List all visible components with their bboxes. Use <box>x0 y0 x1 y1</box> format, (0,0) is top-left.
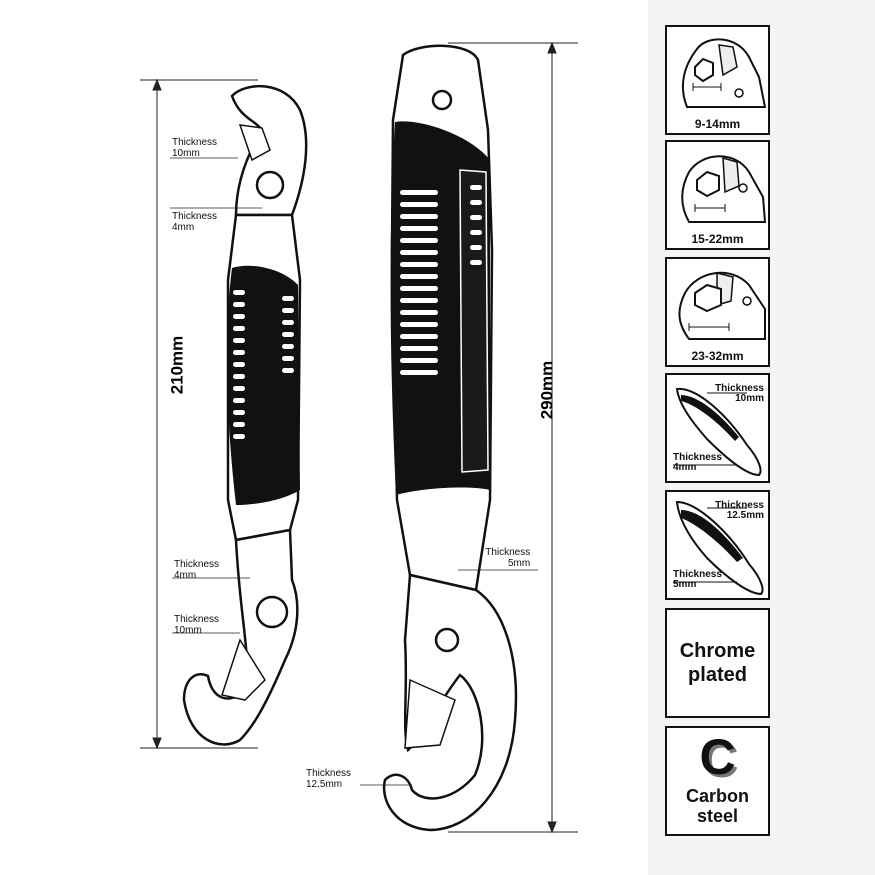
thickness-tile-large: Thickness 12.5mm Thickness 5mm <box>665 490 770 600</box>
finish-line1: Chrome <box>679 640 756 662</box>
label-value: 12.5mm <box>726 510 764 521</box>
label-line: Thickness <box>174 559 220 570</box>
range-tile-small: 9-14mm <box>665 25 770 135</box>
label-line: Thickness <box>673 452 722 463</box>
label-line: Thickness <box>172 211 218 222</box>
large-wrench-label-jaw: Thickness 12.5mm <box>306 768 351 790</box>
carbon-c-icon: C <box>699 729 736 785</box>
label-value: 4mm <box>174 570 197 581</box>
finish-tile: Chrome plated <box>665 608 770 718</box>
range-label: 9-14mm <box>694 117 741 131</box>
small-wrench-grip-ribs <box>233 290 294 439</box>
small-wrench-leader-lines <box>170 157 262 634</box>
range-label: 15-22mm <box>691 232 744 246</box>
finish-line2: plated <box>688 664 747 686</box>
material-line2: steel <box>696 806 739 826</box>
small-wrench-dimension-line <box>140 78 258 750</box>
hex-nut-jaw-icon <box>681 38 767 108</box>
thickness-label-top: Thickness 12.5mm <box>715 501 764 521</box>
material-line1: Carbon <box>686 786 749 806</box>
hex-nut-jaw-icon <box>681 155 767 223</box>
label-value: 4mm <box>673 462 697 473</box>
label-value: 10mm <box>172 148 200 159</box>
wrench-side-profile-icon <box>673 387 762 477</box>
label-value: 10mm <box>174 625 202 636</box>
wrench-side-profile-icon <box>673 500 764 596</box>
small-wrench-label-bottom-shaft: Thickness 4mm <box>174 559 219 581</box>
range-tile-medium: 15-22mm <box>665 140 770 250</box>
small-wrench-label-top-shaft: Thickness 4mm <box>172 211 217 233</box>
large-wrench-dimension-line <box>448 41 578 834</box>
large-wrench <box>382 44 518 832</box>
label-line: Thickness <box>485 547 531 558</box>
large-wrench-length: 290mm <box>537 360 557 420</box>
large-wrench-grip-ribs <box>400 185 482 375</box>
hex-nut-jaw-icon <box>678 271 766 340</box>
large-wrench-leader-lines <box>360 569 538 786</box>
thickness-tile-small: Thickness 10mm Thickness 4mm <box>665 373 770 483</box>
label-line: Thickness <box>306 768 352 779</box>
label-value: 4mm <box>172 222 195 233</box>
label-value: 5mm <box>508 558 531 569</box>
label-value: 12.5mm <box>306 779 343 790</box>
label-value: 10mm <box>735 393 764 404</box>
label-value: 5mm <box>673 579 697 590</box>
thickness-label-bottom: Thickness 4mm <box>673 453 722 473</box>
label-line: Thickness <box>715 383 764 394</box>
thickness-label-bottom: Thickness 5mm <box>673 570 722 590</box>
small-wrench-length: 210mm <box>167 335 187 395</box>
label-line: Thickness <box>172 137 218 148</box>
range-label: 23-32mm <box>691 349 744 363</box>
large-wrench-label-shaft: Thickness 5mm <box>480 547 530 569</box>
small-wrench-label-bottom-jaw: Thickness 10mm <box>174 614 219 636</box>
thickness-label-top: Thickness 10mm <box>715 384 764 404</box>
material-tile: C Carbon steel <box>665 726 770 836</box>
range-tile-large: 23-32mm <box>665 257 770 367</box>
label-line: Thickness <box>715 500 764 511</box>
wrench-drawings <box>140 41 578 834</box>
label-line: Thickness <box>673 569 722 580</box>
label-line: Thickness <box>174 614 220 625</box>
small-wrench <box>182 84 308 746</box>
small-wrench-label-top-jaw: Thickness 10mm <box>172 137 217 159</box>
